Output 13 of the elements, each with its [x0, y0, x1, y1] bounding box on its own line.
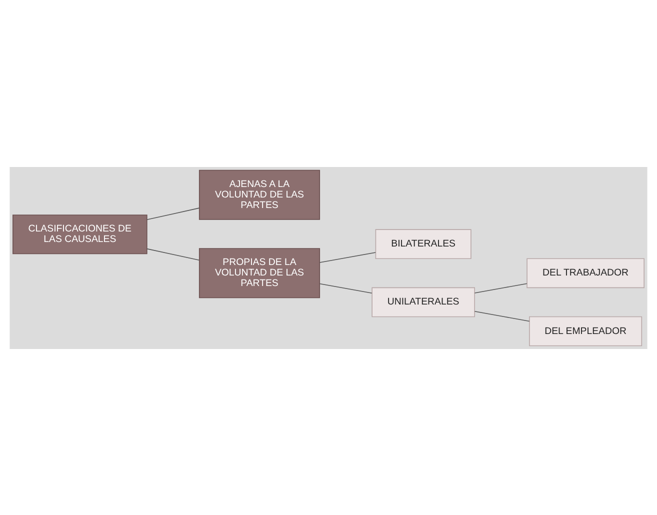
connector [319, 282, 372, 294]
connector [146, 248, 200, 260]
node-box: DEL TRABAJADOR [526, 258, 644, 288]
connector [146, 207, 200, 220]
node-box: PROPIAS DE LA VOLUNTAD DE LAS PARTES [198, 248, 320, 298]
connector [474, 310, 530, 322]
node-box: DEL EMPLEADOR [529, 316, 642, 346]
connector [474, 282, 528, 293]
node-box: BILATERALES [375, 228, 472, 258]
node-box: UNILATERALES [372, 286, 475, 317]
node-box: AJENAS A LA VOLUNTAD DE LAS PARTES [198, 169, 320, 220]
connector [319, 252, 376, 262]
node-box: CLASIFICACIONES DE LAS CAUSALES [12, 214, 148, 254]
